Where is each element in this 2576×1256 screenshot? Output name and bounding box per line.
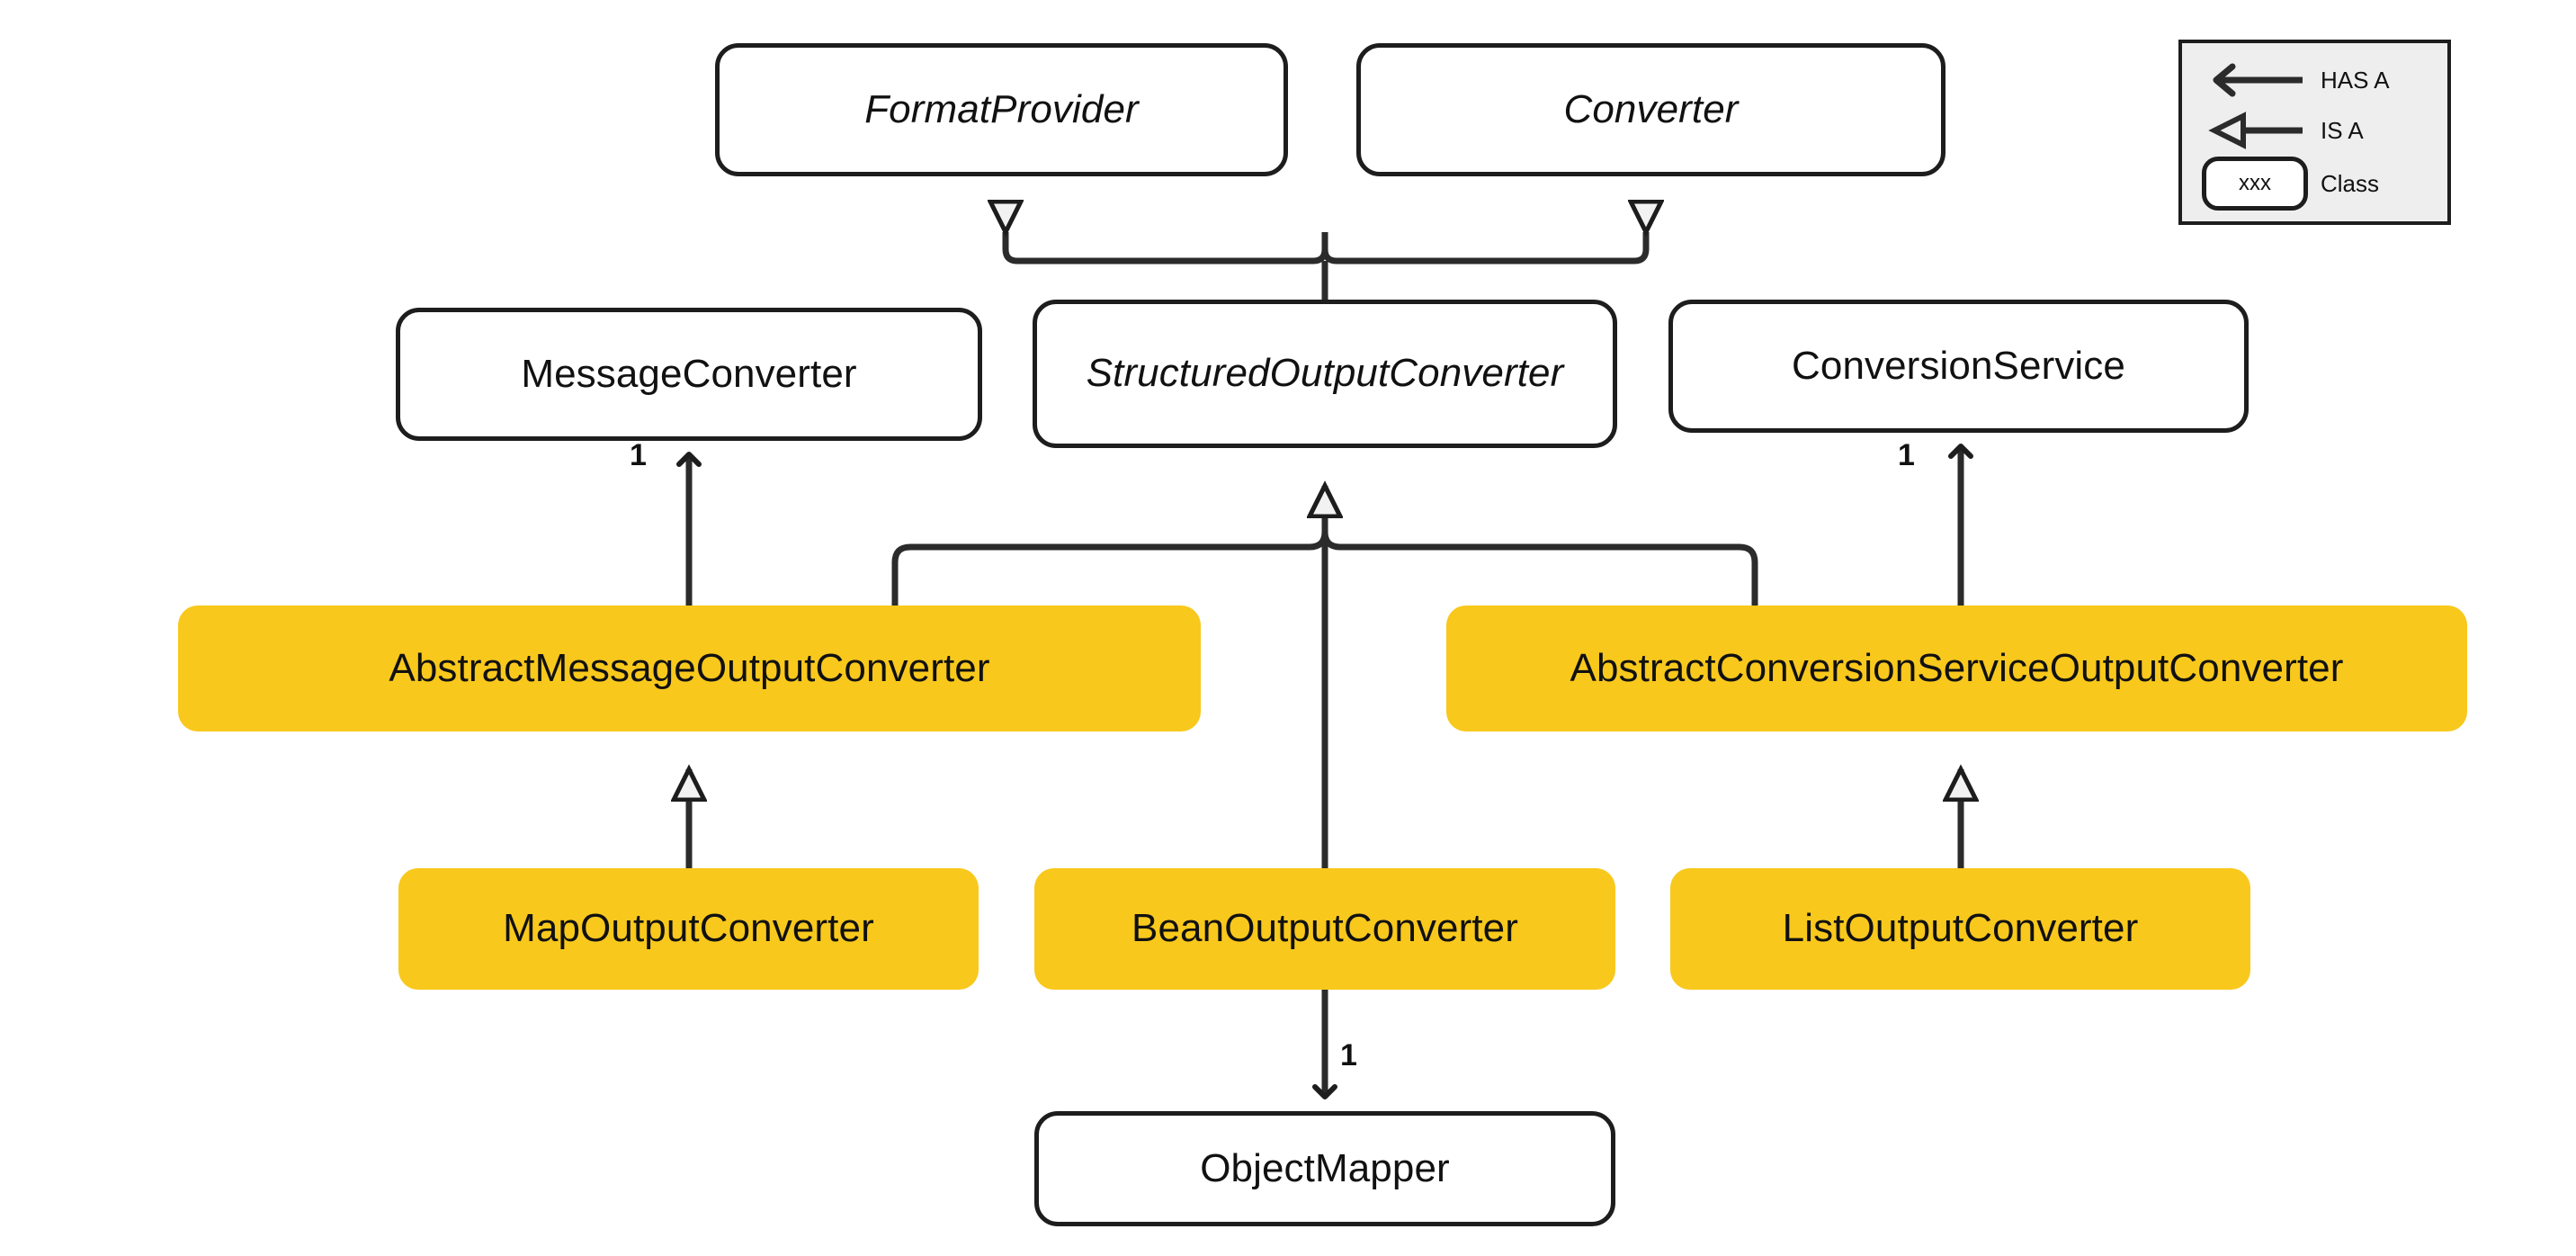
- class-node-message-converter[interactable]: MessageConverter: [396, 308, 982, 441]
- class-label-abstract-message-output-converter: AbstractMessageOutputConverter: [389, 645, 990, 690]
- legend-label-is-a: IS A: [2321, 116, 2364, 144]
- class-box-icon: xxx: [2202, 157, 2308, 211]
- legend-class-box-text: xxx: [2202, 157, 2308, 211]
- edge-soc-is-a-format-provider: [1006, 232, 1328, 265]
- class-label-abstract-conversion-service-output-converter: AbstractConversionServiceOutputConverter: [1570, 645, 2344, 690]
- class-label-structured-output-converter: StructuredOutputConverter: [1086, 351, 1564, 396]
- multiplicity-label-object-mapper: 1: [1340, 1038, 1357, 1072]
- class-label-map-output-converter: MapOutputConverter: [503, 906, 874, 951]
- class-label-message-converter: MessageConverter: [521, 351, 857, 396]
- class-label-object-mapper: ObjectMapper: [1200, 1145, 1450, 1190]
- class-node-converter[interactable]: Converter: [1356, 43, 1945, 176]
- is-a-arrow-icon: [2202, 112, 2308, 149]
- legend-item-is-a: IS A: [2202, 112, 2364, 149]
- class-node-map-output-converter[interactable]: MapOutputConverter: [398, 868, 979, 990]
- legend-item-class: xxx Class: [2202, 157, 2379, 211]
- class-node-bean-output-converter[interactable]: BeanOutputConverter: [1034, 868, 1615, 990]
- legend-label-class: Class: [2321, 169, 2380, 197]
- class-node-structured-output-converter[interactable]: StructuredOutputConverter: [1033, 300, 1617, 448]
- class-label-bean-output-converter: BeanOutputConverter: [1131, 906, 1518, 951]
- multiplicity-label-message-converter: 1: [630, 438, 647, 472]
- class-node-abstract-message-output-converter[interactable]: AbstractMessageOutputConverter: [178, 606, 1201, 731]
- edge-acsoc-is-a-soc: [1325, 486, 1758, 606]
- class-label-list-output-converter: ListOutputConverter: [1782, 906, 2139, 951]
- class-label-conversion-service: ConversionService: [1792, 343, 2125, 388]
- legend-panel: HAS A IS A xxx Class: [2178, 40, 2451, 225]
- class-label-converter: Converter: [1563, 86, 1739, 131]
- class-node-conversion-service[interactable]: ConversionService: [1668, 300, 2249, 433]
- has-a-arrow-icon: [2202, 61, 2308, 99]
- class-node-format-provider[interactable]: FormatProvider: [715, 43, 1288, 176]
- edge-soc-is-a-converter: [1321, 232, 1646, 265]
- class-node-abstract-conversion-service-output-converter[interactable]: AbstractConversionServiceOutputConverter: [1446, 606, 2467, 731]
- legend-label-has-a: HAS A: [2321, 66, 2390, 94]
- multiplicity-label-conversion-service: 1: [1898, 438, 1915, 472]
- edge-amoc-is-a-soc: [891, 486, 1325, 606]
- class-node-object-mapper[interactable]: ObjectMapper: [1034, 1111, 1615, 1226]
- class-node-list-output-converter[interactable]: ListOutputConverter: [1670, 868, 2250, 990]
- legend-item-has-a: HAS A: [2202, 61, 2390, 99]
- class-label-format-provider: FormatProvider: [864, 86, 1139, 131]
